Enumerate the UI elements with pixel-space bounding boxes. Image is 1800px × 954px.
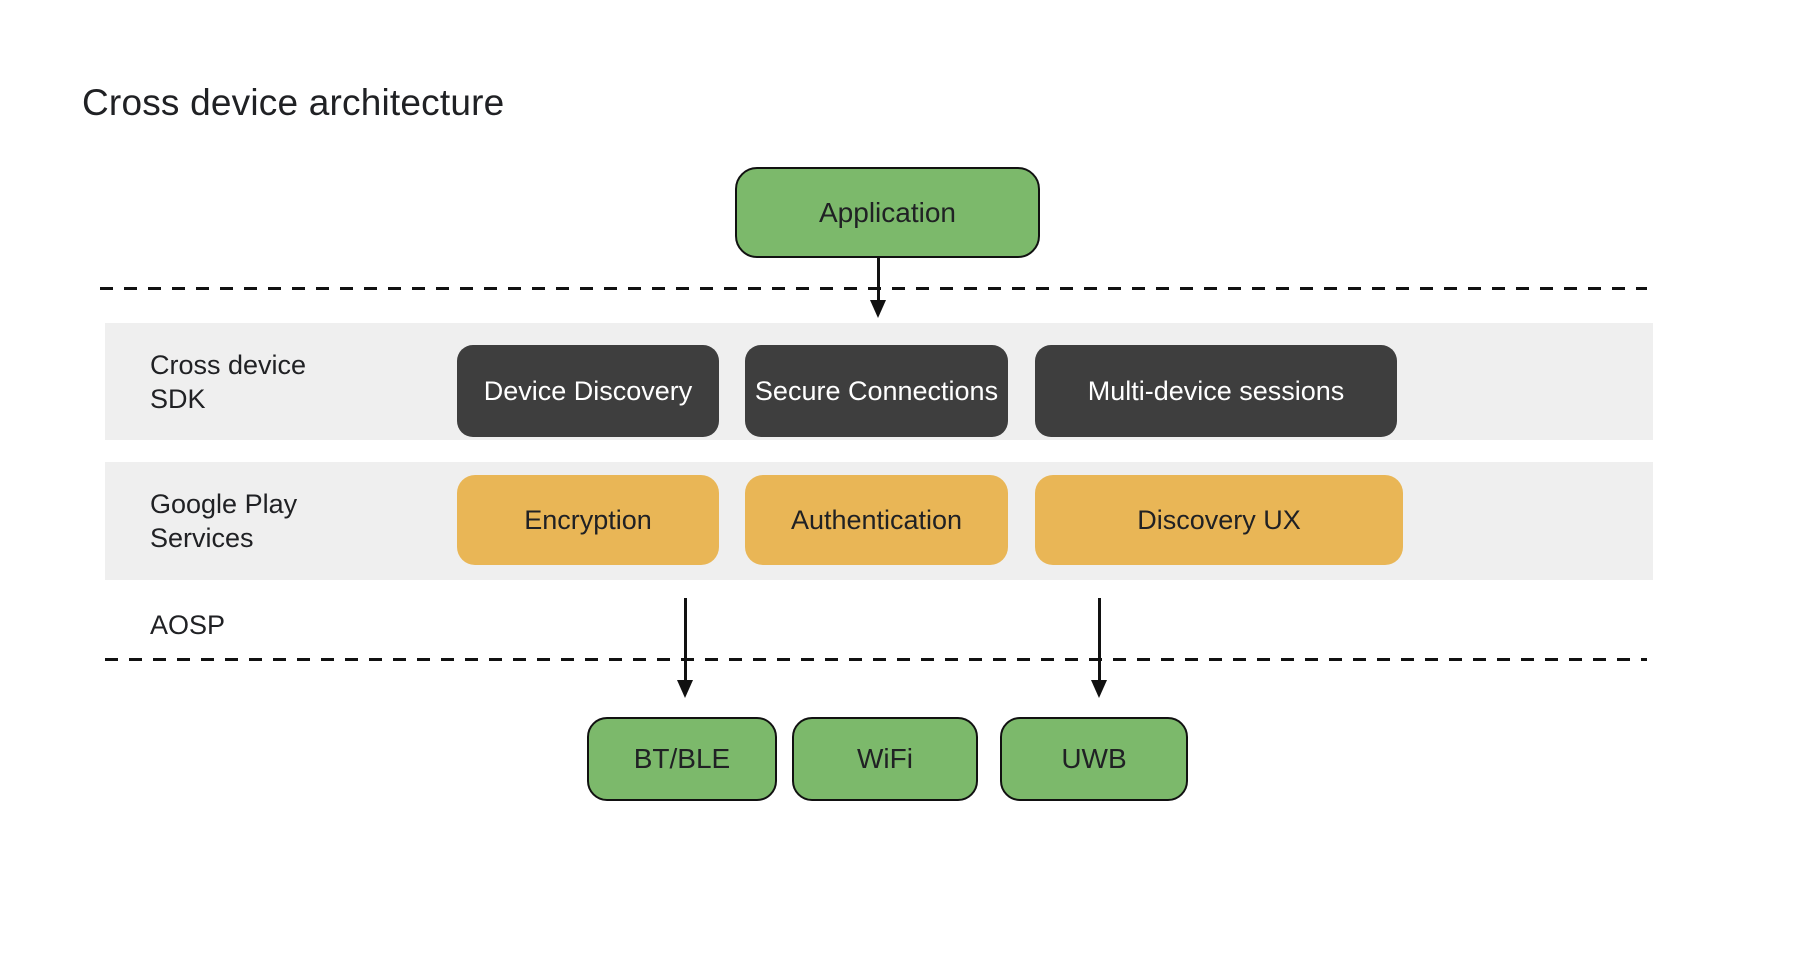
arrow-down-icon bbox=[870, 300, 886, 318]
multi-device-sessions-label: Multi-device sessions bbox=[1087, 376, 1345, 406]
bt-ble-node: BT/BLE bbox=[587, 717, 777, 801]
dashed-separator-top bbox=[100, 287, 1647, 290]
multi-device-sessions-node: Multi-device sessions bbox=[1035, 345, 1397, 437]
encryption-node: Encryption bbox=[457, 475, 719, 565]
layer-label-cross-device-sdk: Cross device SDK bbox=[150, 349, 307, 414]
arrow-application-to-sdk-line bbox=[877, 258, 880, 303]
authentication-node: Authentication bbox=[745, 475, 1008, 565]
layer-label-google-play-services: Google Play Services bbox=[150, 489, 298, 553]
arrow-down-icon bbox=[677, 680, 693, 698]
bt-ble-label: BT/BLE bbox=[633, 743, 731, 774]
device-discovery-label: Device Discovery bbox=[483, 376, 693, 406]
layer-label-aosp: AOSP bbox=[150, 610, 226, 640]
application-label: Application bbox=[819, 196, 956, 228]
page-title: Cross device architecture bbox=[82, 82, 505, 123]
uwb-node: UWB bbox=[1000, 717, 1188, 801]
discovery-ux-node: Discovery UX bbox=[1035, 475, 1403, 565]
secure-connections-node: Secure Connections bbox=[745, 345, 1008, 437]
device-discovery-node: Device Discovery bbox=[457, 345, 719, 437]
wifi-node: WiFi bbox=[792, 717, 978, 801]
application-node: Application bbox=[735, 167, 1040, 258]
arrow-down-icon bbox=[1091, 680, 1107, 698]
authentication-label: Authentication bbox=[790, 504, 963, 535]
uwb-label: UWB bbox=[1061, 743, 1127, 774]
wifi-label: WiFi bbox=[857, 743, 913, 774]
encryption-label: Encryption bbox=[524, 504, 652, 535]
arrow-to-uwb-line bbox=[1098, 598, 1101, 683]
secure-connections-label: Secure Connections bbox=[754, 376, 999, 406]
arrow-to-bt-ble-line bbox=[684, 598, 687, 683]
dashed-separator-bottom bbox=[105, 658, 1647, 661]
discovery-ux-label: Discovery UX bbox=[1137, 504, 1301, 535]
